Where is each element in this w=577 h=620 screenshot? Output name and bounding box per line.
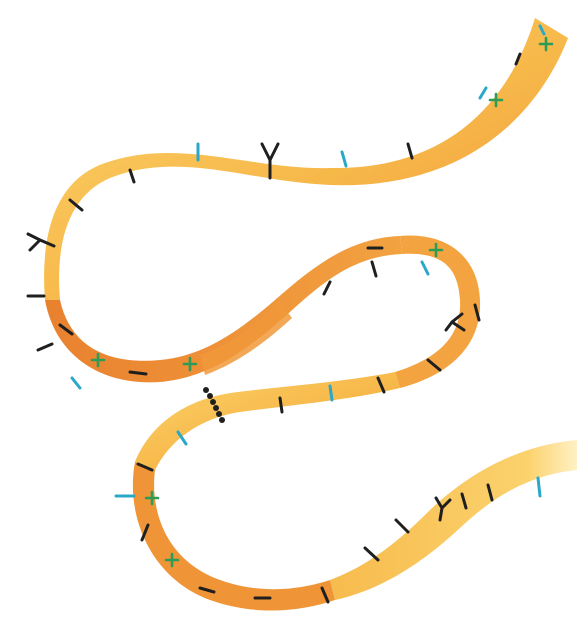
ribbon <box>44 18 577 611</box>
ribbon-segment-tail <box>330 440 577 600</box>
ribbon-segment-middle-band <box>135 372 400 470</box>
ribbon-segment-top <box>44 18 568 300</box>
dash-marks-blue <box>72 26 544 496</box>
ribbon-segment-lower-bend <box>133 462 335 611</box>
ribbon-crossing-front <box>200 302 292 375</box>
ribbon-segment-right-loop <box>395 236 480 388</box>
